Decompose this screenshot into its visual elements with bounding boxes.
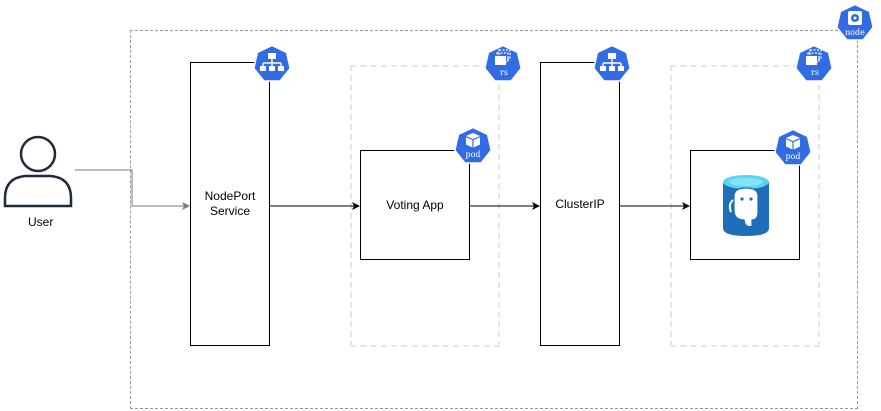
user-person-icon bbox=[3, 135, 73, 208]
node-boundary bbox=[130, 30, 858, 409]
voting-app-box[interactable]: Voting App bbox=[360, 150, 470, 260]
pod-cube-icon: pod bbox=[453, 126, 493, 164]
user-label: User bbox=[28, 215, 54, 229]
pod-badge-text: pod bbox=[465, 150, 480, 159]
clusterip-box[interactable]: ClusterIP bbox=[540, 62, 620, 346]
nodeport-service-line2: Service bbox=[209, 204, 250, 218]
nodeport-service-line1: NodePort bbox=[204, 189, 256, 203]
voting-app-label: Voting App bbox=[386, 197, 444, 212]
rs-badge-text: rs bbox=[500, 68, 508, 77]
nodeport-service-box[interactable]: NodePort Service bbox=[190, 62, 270, 346]
replicaset-icon: rs bbox=[483, 44, 523, 82]
node-badge-text: node bbox=[845, 28, 865, 37]
service-network-icon bbox=[592, 44, 632, 82]
rs-badge-text: rs bbox=[811, 68, 819, 77]
node-icon: node bbox=[835, 3, 875, 41]
postgresql-database-icon bbox=[723, 175, 769, 236]
edge-user-to-nodeport bbox=[75, 169, 190, 210]
clusterip-label: ClusterIP bbox=[555, 196, 605, 211]
pod-cube-icon: pod bbox=[773, 128, 813, 166]
replicaset-icon: rs bbox=[794, 44, 834, 82]
service-network-icon bbox=[252, 44, 292, 82]
pod-badge-text: pod bbox=[785, 152, 800, 161]
